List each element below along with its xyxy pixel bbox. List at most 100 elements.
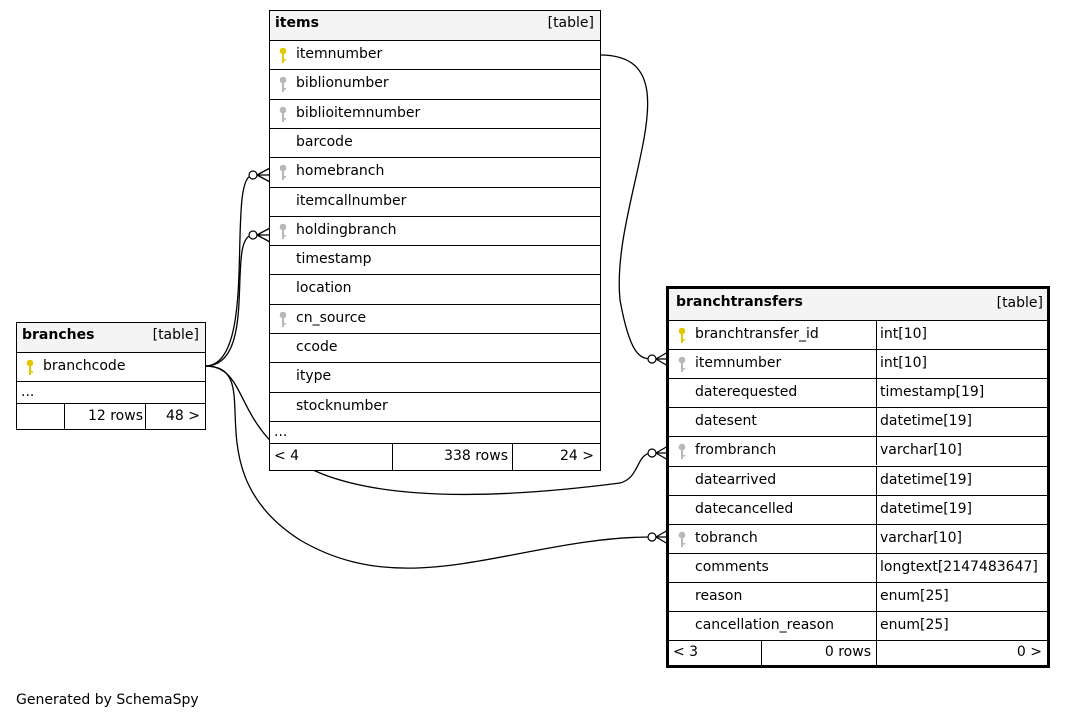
column-type: datetime[19]	[880, 500, 972, 517]
column-name: branchcode	[43, 358, 126, 374]
table-tag: [table]	[152, 327, 199, 343]
optional-marker-frombranch	[647, 448, 657, 458]
column-name: tobranch	[695, 529, 758, 546]
column-name: branchtransfer_id	[695, 326, 819, 342]
column-type: longtext[2147483647]	[880, 558, 1038, 575]
ellipsis: ...	[274, 424, 288, 440]
table-name: branches	[22, 327, 95, 343]
column-name: biblioitemnumber	[296, 104, 421, 121]
column-type: enum[25]	[880, 617, 949, 633]
column-type: int[10]	[880, 355, 927, 372]
column-name: itype	[296, 368, 332, 385]
branches-table-header[interactable]: branches [table]	[17, 323, 205, 352]
column-row-cn-source[interactable]: cn_source	[270, 303, 600, 333]
column-name: reason	[695, 587, 743, 604]
column-row-stocknumber[interactable]: stocknumber	[270, 391, 600, 421]
column-row-holdingbranch[interactable]: holdingbranch	[270, 215, 600, 245]
table-tag: [table]	[996, 295, 1043, 311]
column-row-itemnumber[interactable]: itemnumber int[10]	[669, 349, 1047, 379]
crowsfoot-holdingbranch	[256, 227, 271, 243]
column-name: datearrived	[695, 471, 777, 488]
rows-count: 338 rows	[444, 448, 508, 464]
column-row-itemnumber[interactable]: itemnumber	[270, 40, 600, 69]
column-row-location[interactable]: location	[270, 274, 600, 303]
optional-marker-holdingbranch	[248, 230, 258, 240]
wire-branches-branchtransfers-frombranch	[204, 365, 653, 496]
column-name: ccode	[296, 339, 338, 355]
column-row-homebranch[interactable]: homebranch	[270, 157, 600, 186]
column-row-datecancelled[interactable]: datecancelled datetime[19]	[669, 494, 1047, 524]
column-row-ccode[interactable]: ccode	[270, 333, 600, 362]
column-name: frombranch	[695, 442, 777, 459]
generated-by-footer[interactable]: Generated by SchemaSpy	[16, 692, 199, 708]
column-name: daterequested	[695, 384, 798, 401]
parents-count[interactable]: < 4	[274, 448, 300, 464]
children-count: 0 >	[1016, 644, 1042, 660]
parents-count[interactable]: < 3	[673, 644, 699, 660]
ellipsis: ...	[21, 384, 35, 400]
column-name: itemcallnumber	[296, 192, 407, 209]
column-name: homebranch	[296, 163, 385, 180]
column-name: timestamp	[296, 251, 372, 268]
items-table[interactable]: items [table] itemnumber biblionumber bibl…	[269, 10, 601, 471]
rows-count: 0 rows	[824, 644, 871, 660]
column-name: datesent	[695, 413, 757, 430]
column-row-branchtransfer-id[interactable]: branchtransfer_id int[10]	[669, 320, 1047, 350]
column-type: datetime[19]	[880, 471, 972, 488]
wire-branches-items-holdingbranch	[204, 234, 254, 367]
column-row-datearrived[interactable]: datearrived datetime[19]	[669, 465, 1047, 495]
branchtransfers-footer-row: < 3 0 rows 0 >	[669, 640, 1047, 665]
column-row-itype[interactable]: itype	[270, 362, 600, 391]
wire-branches-items-homebranch	[204, 174, 254, 367]
column-name: comments	[695, 558, 769, 575]
optional-marker-homebranch	[248, 170, 258, 180]
rows-count: 12 rows	[87, 408, 143, 424]
column-row-datesent[interactable]: datesent datetime[19]	[669, 407, 1047, 437]
column-row-timestamp[interactable]: timestamp	[270, 245, 600, 274]
column-name: location	[296, 280, 352, 297]
wire-items-branchtransfers-itemnumber	[599, 54, 653, 360]
children-count[interactable]: 24 >	[560, 448, 594, 464]
children-count[interactable]: 48 >	[166, 408, 200, 424]
column-name: datecancelled	[695, 500, 794, 517]
column-row-cancellation-reason[interactable]: cancellation_reason enum[25]	[669, 611, 1047, 641]
column-row-biblionumber[interactable]: biblionumber	[270, 69, 600, 98]
column-name: biblionumber	[296, 75, 389, 92]
branchtransfers-table-header[interactable]: branchtransfers [table]	[669, 289, 1047, 320]
wire-branches-branchtransfers-tobranch	[204, 365, 653, 569]
optional-marker-tobranch	[647, 532, 657, 542]
column-type: timestamp[19]	[880, 384, 985, 401]
crowsfoot-homebranch	[256, 167, 271, 183]
column-name: stocknumber	[296, 397, 388, 414]
column-row-itemcallnumber[interactable]: itemcallnumber	[270, 186, 600, 216]
branches-ellipsis-row: ...	[17, 381, 205, 403]
column-row-barcode[interactable]: barcode	[270, 127, 600, 157]
column-type: datetime[19]	[880, 413, 972, 430]
column-row-tobranch[interactable]: tobranch varchar[10]	[669, 523, 1047, 553]
optional-marker-itemnumber	[647, 354, 657, 364]
column-name: holdingbranch	[296, 221, 397, 238]
column-row-frombranch[interactable]: frombranch varchar[10]	[669, 436, 1047, 466]
branchtransfers-table[interactable]: branchtransfers [table] branchtransfer_i…	[666, 286, 1050, 668]
column-row-daterequested[interactable]: daterequested timestamp[19]	[669, 378, 1047, 408]
column-name: cancellation_reason	[695, 617, 835, 633]
table-name: branchtransfers	[676, 294, 803, 310]
column-row-branchcode[interactable]: branchcode	[17, 352, 205, 381]
column-row-comments[interactable]: comments longtext[2147483647]	[669, 552, 1047, 582]
table-name: items	[275, 15, 319, 31]
branches-table[interactable]: branches [table] branchcode ... 12 rows …	[16, 322, 206, 430]
column-name: cn_source	[296, 309, 367, 326]
table-tag: [table]	[547, 15, 594, 31]
items-footer-row: < 4 338 rows 24 >	[270, 443, 600, 470]
items-table-header[interactable]: items [table]	[270, 11, 600, 40]
column-type: int[10]	[880, 326, 927, 342]
items-ellipsis-row: ...	[270, 421, 600, 443]
column-name: barcode	[296, 133, 353, 150]
column-type: varchar[10]	[880, 442, 962, 459]
column-row-biblioitemnumber[interactable]: biblioitemnumber	[270, 98, 600, 128]
column-type: varchar[10]	[880, 529, 962, 546]
column-name: itemnumber	[296, 46, 383, 62]
column-name: itemnumber	[695, 355, 782, 372]
